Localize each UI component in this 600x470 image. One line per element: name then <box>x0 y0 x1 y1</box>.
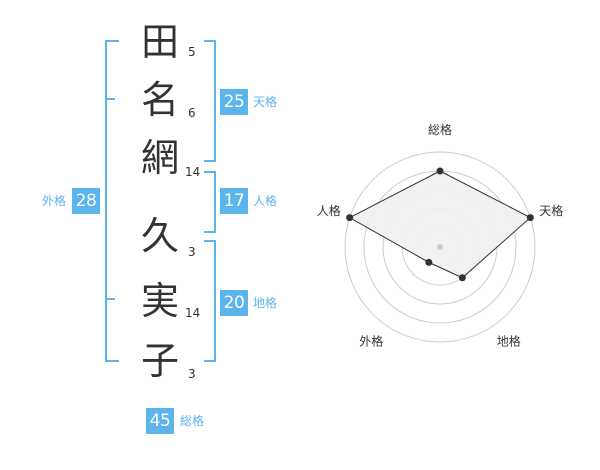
chikaku-label: 地格 <box>253 296 278 310</box>
radar-axis-label-1: 総格 <box>428 122 452 137</box>
tenkaku-bracket <box>204 40 216 162</box>
radar-axis-label-5: 人格 <box>317 203 341 218</box>
chikaku-bracket <box>204 240 216 362</box>
radar-point-4 <box>425 258 433 266</box>
tenkaku-value-badge: 25 <box>220 89 248 115</box>
name-char-5: 実 <box>140 279 179 323</box>
radar-point-1 <box>436 167 444 175</box>
name-char-2: 名 <box>140 78 179 122</box>
radar-point-5 <box>346 214 354 222</box>
jinkaku-value-badge: 17 <box>220 188 248 214</box>
name-char-6: 子 <box>140 339 179 383</box>
soukaku-value-badge: 45 <box>146 408 174 434</box>
stroke-count-5: 14 <box>185 306 201 320</box>
tenkaku-label: 天格 <box>253 95 278 109</box>
stroke-count-6: 3 <box>188 367 196 381</box>
radar-points <box>346 167 534 282</box>
radar-axis-label-4: 外格 <box>359 334 383 349</box>
stroke-count-2: 6 <box>188 106 196 120</box>
radar-axis-label-2: 天格 <box>539 203 563 218</box>
stroke-count-1: 5 <box>188 45 196 59</box>
radar-value-polygon <box>348 170 532 279</box>
gaikaku-value-badge: 28 <box>72 188 100 214</box>
radar-axis-label-3: 地格 <box>497 334 521 349</box>
jinkaku-bracket <box>204 171 216 233</box>
radar-ring-5 <box>344 151 536 343</box>
stroke-count-4: 3 <box>188 245 196 259</box>
name-char-1: 田 <box>140 20 179 64</box>
radar-center-dot <box>437 244 443 250</box>
gaikaku-tick-1 <box>105 98 115 100</box>
gaikaku-tick-2 <box>105 298 115 300</box>
gaikaku-bracket <box>105 40 119 362</box>
gaikaku-label: 外格 <box>42 194 67 208</box>
jinkaku-label: 人格 <box>253 194 278 208</box>
stroke-count-3: 14 <box>185 165 201 179</box>
radar-point-3 <box>458 274 466 282</box>
chikaku-value-badge: 20 <box>220 290 248 316</box>
name-char-3: 網 <box>140 136 179 180</box>
radar-point-2 <box>526 214 534 222</box>
name-char-4: 久 <box>140 214 179 258</box>
soukaku-label: 総格 <box>180 414 205 428</box>
